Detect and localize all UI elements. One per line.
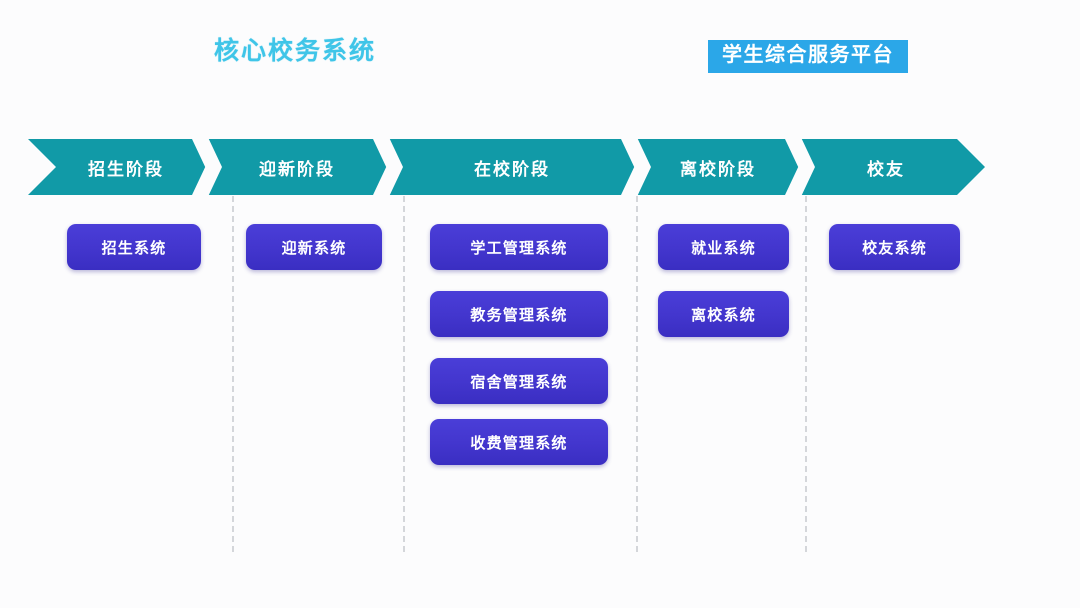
stage-label-recruitment[interactable]: 招生阶段 — [88, 159, 164, 179]
stage-label-alumni[interactable]: 校友 — [867, 159, 905, 179]
system-box-fee-management[interactable]: 收费管理系统 — [430, 419, 608, 465]
system-box-dormitory[interactable]: 宿舍管理系统 — [430, 358, 608, 404]
stage-label-welcome[interactable]: 迎新阶段 — [259, 159, 335, 179]
column-divider-2 — [403, 196, 405, 552]
column-divider-1 — [232, 196, 234, 552]
column-divider-3 — [636, 196, 638, 552]
banner-background-shape — [28, 139, 985, 195]
badge-student-service-platform: 学生综合服务平台 — [708, 40, 908, 73]
stage-label-on-campus[interactable]: 在校阶段 — [474, 159, 550, 179]
system-box-alumni[interactable]: 校友系统 — [829, 224, 960, 270]
stage-arrow-banner: 招生阶段 迎新阶段 在校阶段 离校阶段 校友 — [28, 139, 985, 195]
system-box-welcome[interactable]: 迎新系统 — [246, 224, 382, 270]
system-box-student-affairs[interactable]: 学工管理系统 — [430, 224, 608, 270]
stage-label-leaving[interactable]: 离校阶段 — [680, 159, 756, 179]
system-box-employment[interactable]: 就业系统 — [658, 224, 789, 270]
page-title-core-system: 核心校务系统 — [214, 37, 377, 65]
system-box-departure[interactable]: 离校系统 — [658, 291, 789, 337]
system-box-recruitment[interactable]: 招生系统 — [67, 224, 201, 270]
system-box-academic-affairs[interactable]: 教务管理系统 — [430, 291, 608, 337]
column-divider-4 — [805, 196, 807, 552]
